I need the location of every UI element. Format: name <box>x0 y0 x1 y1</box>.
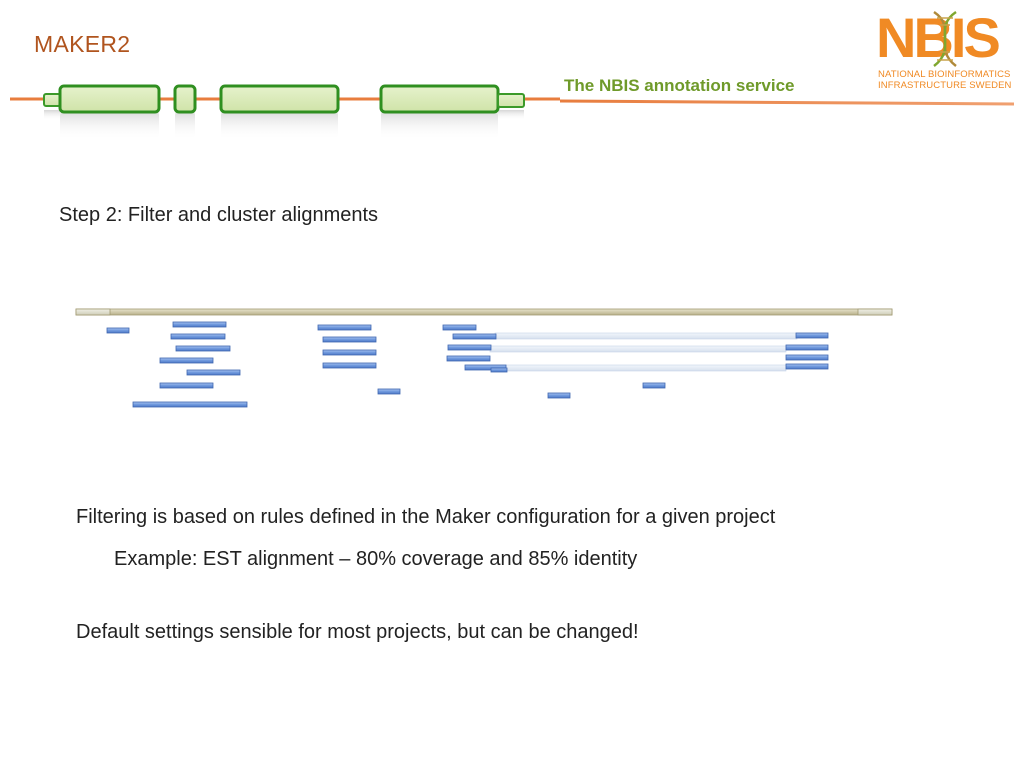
dna-helix-icon <box>933 10 957 67</box>
alignment-block <box>377 388 401 395</box>
service-subtitle: The NBIS annotation service <box>564 76 795 95</box>
alignment-block <box>785 363 829 370</box>
alignment-block <box>490 367 508 373</box>
alignment-block <box>642 382 666 389</box>
example-text: Example: EST alignment – 80% coverage an… <box>114 548 638 570</box>
utr-3prime <box>497 93 525 108</box>
step-heading: Step 2: Filter and cluster alignments <box>59 204 379 226</box>
alignment-block <box>170 333 226 340</box>
alignment-block <box>785 344 829 351</box>
alignment-block <box>322 349 377 356</box>
alignment-block <box>464 364 507 371</box>
gene-reflection <box>44 110 524 140</box>
alignment-diagram <box>75 308 893 408</box>
alignment-block <box>175 345 231 352</box>
default-settings-text: Default settings sensible for most proje… <box>76 621 639 643</box>
gene-axis-right <box>559 99 1015 106</box>
exon-1 <box>58 84 161 114</box>
alignment-block <box>159 382 214 389</box>
alignment-block <box>317 324 372 331</box>
genome-end-left <box>75 308 111 316</box>
alignment-block <box>446 355 491 362</box>
alignment-block <box>452 333 497 340</box>
alignment-block <box>172 321 227 328</box>
alignment-block <box>159 357 214 364</box>
alignment-block <box>447 344 492 351</box>
spliced-alignment-link <box>489 345 787 353</box>
alignment-block <box>322 336 377 343</box>
alignment-block <box>186 369 241 376</box>
exon-2 <box>173 84 197 114</box>
exon-3 <box>219 84 340 114</box>
alignment-block <box>795 332 829 339</box>
genome-end-right <box>857 308 893 316</box>
nbis-logo: NBIS NATIONAL BIOINFORMATICS INFRASTRUCT… <box>876 8 1018 94</box>
genome-sequence-bar <box>75 308 893 316</box>
spliced-alignment-link <box>505 364 787 372</box>
alignment-block <box>547 392 571 399</box>
spliced-alignment-link <box>494 332 798 340</box>
logo-line-1: NATIONAL BIOINFORMATICS <box>878 69 1011 80</box>
alignment-block <box>132 401 248 408</box>
alignment-block <box>106 327 130 334</box>
page-title: MAKER2 <box>34 31 131 57</box>
alignment-block <box>442 324 477 331</box>
logo-line-2: INFRASTRUCTURE SWEDEN <box>878 80 1012 91</box>
alignment-block <box>322 362 377 369</box>
filtering-text: Filtering is based on rules defined in t… <box>76 506 776 528</box>
header-gene-model <box>10 84 1015 140</box>
alignment-block <box>785 354 829 361</box>
